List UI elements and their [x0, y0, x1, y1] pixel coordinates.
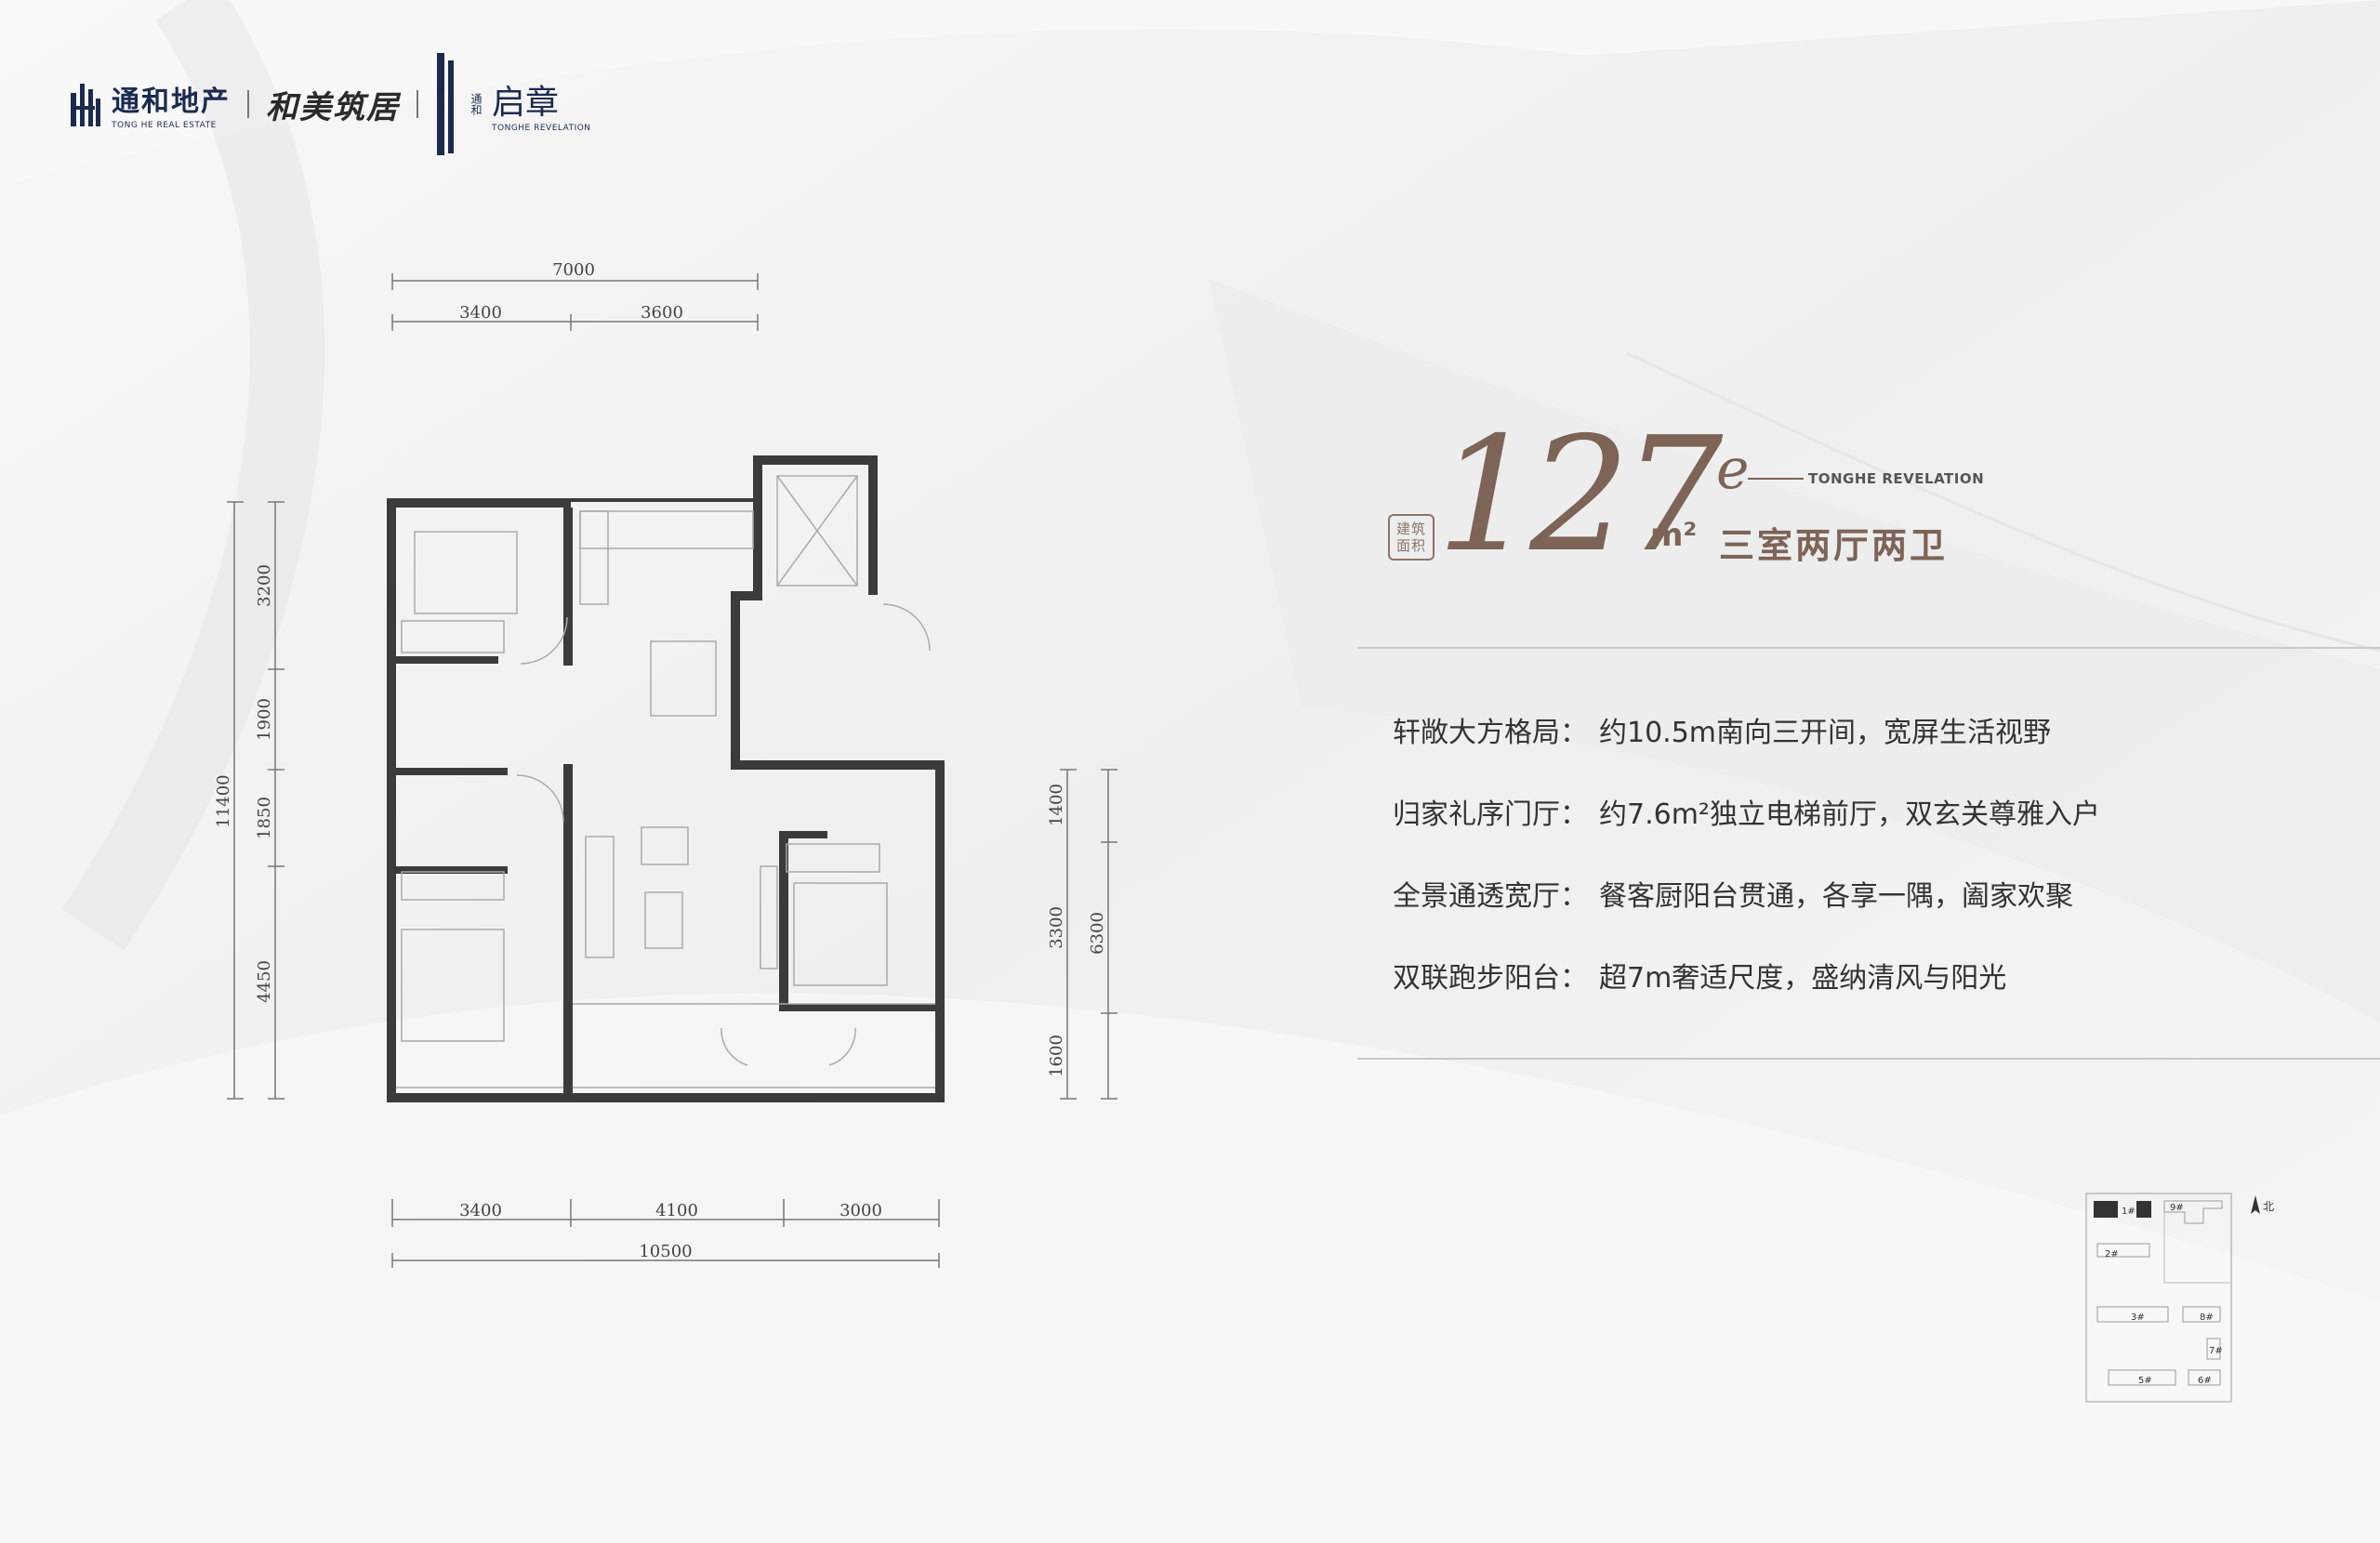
site-building-label: 2# — [2105, 1249, 2119, 1259]
dim-right-b: 3300 — [1047, 906, 1066, 949]
dim-left-total: 11400 — [214, 774, 233, 827]
dim-right-c: 1600 — [1047, 1035, 1066, 1077]
site-building-label: 8# — [2200, 1312, 2214, 1323]
site-key-map: 1# 9# 2# 3# 8# 7# 5# 6# 北 — [2085, 1193, 2274, 1403]
floor-plan: 7000 3400 3600 3400 4100 3000 10500 1140… — [214, 260, 1117, 1268]
brand1-cn: 通和地产 — [112, 86, 231, 118]
layout-type: 三室两厅两卫 — [1719, 525, 1949, 566]
tonghe-real-estate-logo: 通和地产 TONG HE REAL ESTATE — [69, 78, 231, 130]
dim-right-total: 6300 — [1088, 912, 1107, 955]
revelation-logo-icon — [437, 53, 454, 155]
area-unit: m² — [1650, 517, 1698, 554]
tonghe-revelation-logo: 通和 启章 TONGHE REVELATION — [435, 53, 591, 155]
dim-top-a: 3400 — [459, 303, 502, 323]
site-building-label: 7# — [2209, 1346, 2223, 1356]
feature-label: 轩敞大方格局： — [1393, 717, 1588, 749]
dim-bottom-total: 10500 — [639, 1242, 692, 1261]
dim-bottom-b: 4100 — [655, 1201, 698, 1220]
divider — [247, 90, 249, 118]
area-number: 127 — [1436, 403, 1723, 587]
feature-text: 约7.6m²独立电梯前厅，双玄关尊雅入户 — [1599, 798, 2100, 831]
brand3-en: TONGHE REVELATION — [492, 124, 591, 133]
dim-left-b: 1900 — [255, 698, 274, 741]
dim-left-c: 1850 — [255, 797, 274, 839]
feature-list: 轩敞大方格局： 约10.5m南向三开间，宽屏生活视野 归家礼序门厅： 约7.6m… — [1393, 710, 2100, 1037]
top-rule — [1357, 647, 2380, 649]
brand-tag-line — [1748, 478, 1804, 480]
brand-tag: TONGHE REVELATION — [1808, 470, 1985, 487]
feature-text: 约10.5m南向三开间，宽屏生活视野 — [1599, 717, 2052, 749]
brand3-cn: 启章 — [492, 84, 560, 122]
dim-bottom-a: 3400 — [459, 1201, 502, 1220]
dim-left-a: 3200 — [255, 564, 274, 607]
site-building-label: 3# — [2131, 1312, 2145, 1323]
dim-right-a: 1400 — [1047, 784, 1066, 826]
tonghe-logo-icon — [71, 84, 100, 126]
north-label: 北 — [2263, 1200, 2274, 1213]
feature-label: 归家礼序门厅： — [1393, 798, 1588, 831]
feature-item: 双联跑步阳台： 超7m奢适尺度，盛纳清风与阳光 — [1393, 956, 2100, 1037]
site-building-label: 5# — [2138, 1376, 2152, 1386]
unit-code: e — [1716, 437, 1750, 502]
site-building-label: 6# — [2198, 1376, 2212, 1386]
area-badge: 建筑面积 — [1388, 514, 1435, 560]
fixtures — [396, 475, 935, 1088]
header: 通和地产 TONG HE REAL ESTATE 和美筑居 通和 启章 TONG… — [69, 48, 591, 160]
dim-bottom-c: 3000 — [840, 1201, 882, 1220]
north-arrow-icon — [2251, 1195, 2260, 1214]
bottom-rule — [1357, 1058, 2380, 1060]
site-building-label: 1# — [2122, 1207, 2135, 1217]
hemei-zhuju-logo: 和美筑居 — [266, 88, 400, 126]
brand3-sub: 通和 — [469, 93, 483, 115]
feature-label: 全景通透宽厅： — [1393, 880, 1588, 913]
feature-item: 轩敞大方格局： 约10.5m南向三开间，宽屏生活视野 — [1393, 710, 2100, 792]
feature-item: 归家礼序门厅： 约7.6m²独立电梯前厅，双玄关尊雅入户 — [1393, 792, 2100, 874]
dim-left-d: 4450 — [255, 960, 274, 1003]
dim-top-total: 7000 — [552, 260, 595, 280]
feature-text: 餐客厨阳台贯通，各享一隅，阖家欢聚 — [1599, 880, 2073, 913]
dim-top-b: 3600 — [641, 303, 683, 323]
feature-item: 全景通透宽厅： 餐客厨阳台贯通，各享一隅，阖家欢聚 — [1393, 874, 2100, 956]
walls — [387, 455, 945, 1102]
feature-label: 双联跑步阳台： — [1393, 962, 1588, 995]
feature-text: 超7m奢适尺度，盛纳清风与阳光 — [1599, 962, 2007, 995]
brand1-en: TONG HE REAL ESTATE — [112, 121, 217, 130]
divider — [416, 90, 418, 118]
site-building-label: 9# — [2170, 1203, 2184, 1213]
